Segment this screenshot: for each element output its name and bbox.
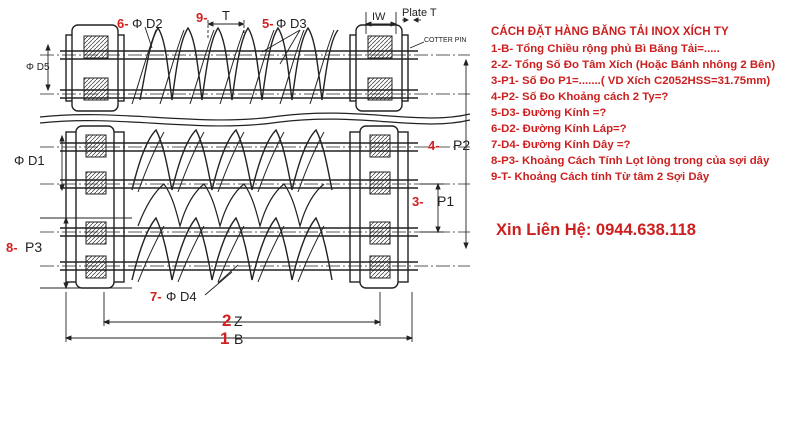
label-p1: P1 [437,193,454,209]
label-d3-number: 5- [262,16,274,31]
label-iw: IW [372,11,386,23]
label-p3-number: 8- [6,240,18,255]
label-b: B [234,331,243,347]
label-d1: Φ D1 [14,153,45,168]
dimension-lines [40,12,469,342]
label-p2: P2 [453,137,470,153]
label-b-number: 1 [220,329,229,348]
contact-phone: Xin Liên Hệ: 0944.638.118 [496,221,696,239]
lower-section [40,125,470,289]
instruction-line: 4-P2- Số Đo Khoảng cách 2 Ty=? [491,91,669,103]
order-instructions: CÁCH ĐẶT HÀNG BĂNG TẢI INOX XÍCH TY 1-B-… [491,24,791,185]
instruction-line: 3-P1- Số Đo P1=.......( VD Xích C2052HSS… [491,75,771,87]
label-d4-number: 7- [150,289,162,304]
label-z: Z [234,313,243,329]
label-z-number: 2 [222,311,231,330]
label-d4: Φ D4 [166,289,197,304]
label-t: T [222,8,230,23]
instruction-line: 5-D3- Đường Kính =? [491,107,607,119]
instruction-line: 8-P3- Khoảng Cách Tính Lọt lòng trong củ… [491,155,770,167]
upper-section [39,24,471,127]
instruction-line: 7-D4- Đường Kính Dây =? [491,139,631,151]
label-cotter-pin: COTTER PIN [424,37,466,44]
label-plate-t: Plate T [402,7,437,19]
label-p1-number: 3- [412,194,424,209]
label-p2-number: 4- [428,138,440,153]
instructions-title: CÁCH ĐẶT HÀNG BĂNG TẢI INOX XÍCH TY [491,25,729,38]
label-p3: P3 [25,239,42,255]
label-d2: Φ D2 [132,16,163,31]
instruction-line: 6-D2- Đường Kính Láp=? [491,123,627,135]
instruction-line: 2-Z- Tổng Số Đo Tâm Xích (Hoặc Bánh nhôn… [491,59,776,71]
label-d3: Φ D3 [276,16,307,31]
label-d5: Φ D5 [26,62,50,73]
label-d2-number: 6- [117,16,129,31]
instruction-line: 9-T- Khoảng Cách tính Từ tâm 2 Sợi Dây [491,171,710,183]
label-t-number: 9- [196,10,208,25]
instruction-line: 1-B- Tổng Chiều rộng phủ Bì Băng Tải=...… [491,43,720,55]
